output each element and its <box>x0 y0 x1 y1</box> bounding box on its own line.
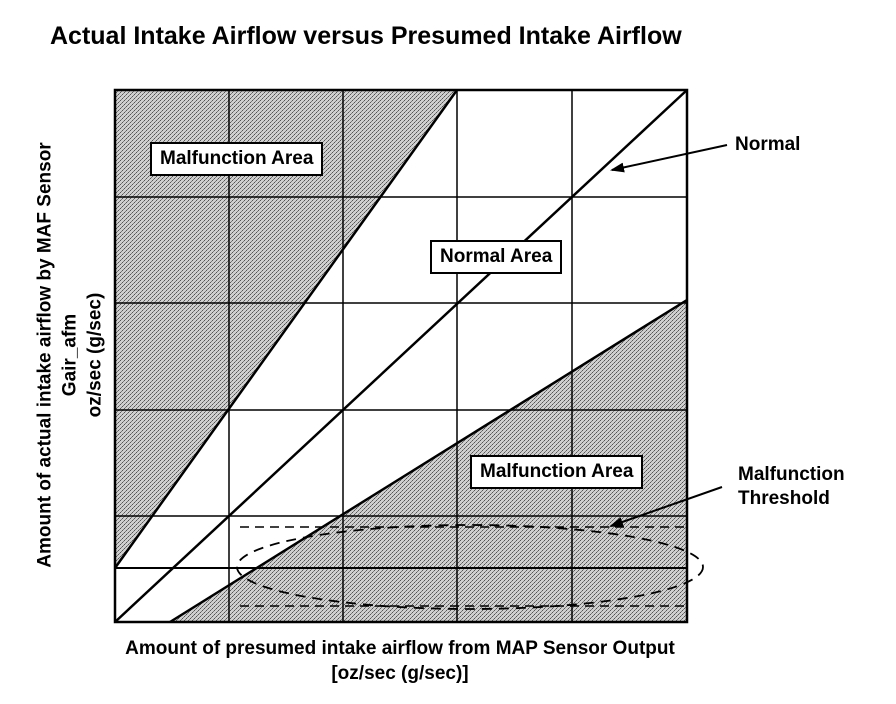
y-axis-label: Amount of actual intake airflow by MAF S… <box>33 95 108 615</box>
lower-malfunction-label: Malfunction Area <box>470 455 644 489</box>
y-axis-label-line2: Gair_afm <box>59 313 81 397</box>
threshold-arrow <box>609 486 723 527</box>
normal-arrow <box>610 144 728 173</box>
grid <box>115 90 687 622</box>
threshold-callout-line2: Threshold <box>738 488 830 509</box>
x-axis-label-line2: [oz/sec (g/sec)] <box>331 663 469 684</box>
upper-malfunction-label: Malfunction Area <box>150 142 324 176</box>
y-axis-label-line3: oz/sec (g/sec) <box>84 292 106 418</box>
normal-line <box>114 89 688 623</box>
normal-area-label: Normal Area <box>430 240 563 274</box>
threshold-callout-line1: Malfunction <box>738 464 845 485</box>
upper-threshold-line <box>113 89 459 569</box>
x-axis-label-line1: Amount of presumed intake airflow from M… <box>125 638 675 659</box>
malfunction-threshold-ellipse <box>236 524 704 610</box>
threshold-callout: Malfunction Threshold <box>738 463 845 511</box>
normal-callout: Normal <box>735 134 801 155</box>
y-axis-label-line1: Amount of actual intake airflow by MAF S… <box>34 142 56 568</box>
x-axis-label: Amount of presumed intake airflow from M… <box>60 636 740 686</box>
plot-frame <box>113 88 689 624</box>
diagram-title: Actual Intake Airflow versus Presumed In… <box>50 22 682 50</box>
